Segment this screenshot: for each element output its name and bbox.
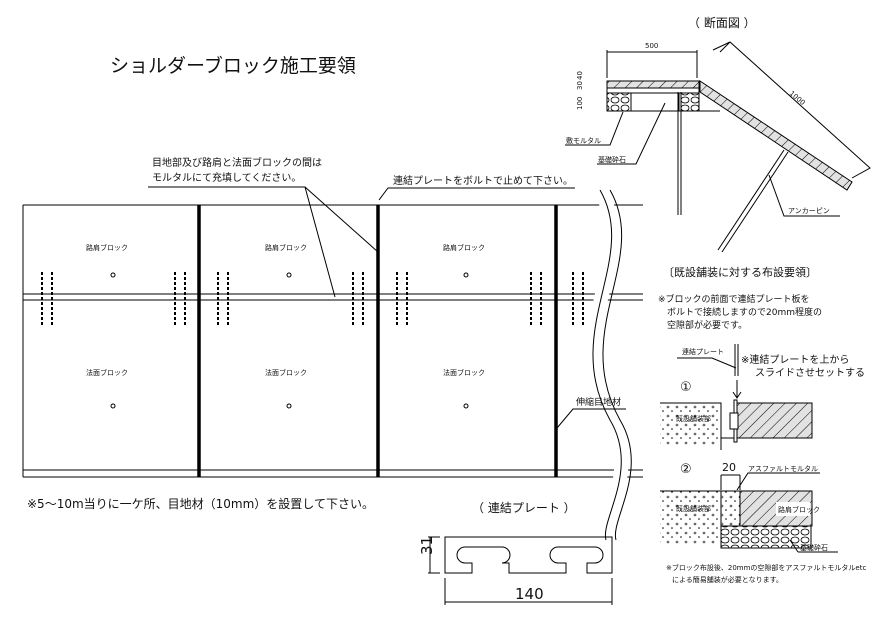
- slope-block-label: 法面ブロック: [86, 368, 128, 377]
- section-width-dim: 500: [645, 42, 658, 50]
- slope-block-label: 法面ブロック: [265, 368, 307, 377]
- layer-dim: 30: [576, 81, 584, 90]
- mortar-note-line2: モルタルにて充填してください。: [152, 171, 301, 184]
- existing-pavement-detail: 〔既設舗装に対する布設要領〕 ※ブロックの前面で連結プレート板を ボルトで接続し…: [658, 265, 866, 584]
- slide-note-line: スライドさせセットする: [755, 367, 865, 379]
- shoulder-block-label: 路肩ブロック: [265, 243, 307, 252]
- note-line: ボルトで接続しますので20mm程度の: [667, 306, 822, 318]
- gravel-label: 基礎砕石: [598, 155, 626, 164]
- joint-spacing-note: ※5～10m当りに一ケ所、目地材（10mm）を設置して下さい。: [27, 496, 374, 511]
- section-title: （ 断面図 ）: [688, 15, 756, 30]
- final-note-line: ※ブロック布設後、20mmの空隙部をアスファルトモルタルetc: [666, 563, 866, 572]
- shoulder-block-label: 路肩ブロック: [86, 243, 128, 252]
- connection-plate-detail: （ 連結プレート ） 31 140: [418, 501, 613, 605]
- note-line: ※ブロックの前面で連結プレート板を: [658, 293, 810, 305]
- gap-dim: 20: [722, 461, 736, 474]
- step-1: ①: [680, 380, 692, 395]
- existing-pavement-label: 既設舗装部: [676, 414, 711, 423]
- plate-bolt-note: 連結プレートをボルトで止めて下さい。: [393, 174, 573, 187]
- slope-block-label: 法面ブロック: [443, 368, 485, 377]
- page-title: ショルダーブロック施工要領: [110, 54, 356, 77]
- hole-markers: [110, 272, 469, 409]
- plate-height-dim: 31: [418, 536, 436, 555]
- plate-title: （ 連結プレート ）: [472, 501, 576, 515]
- step-2: ②: [680, 462, 692, 477]
- mortar-note-line1: 目地部及び路肩と法面ブロックの間は: [152, 156, 322, 169]
- note-line: 空隙部が必要です。: [667, 319, 747, 331]
- gravel-label: 基礎砕石: [800, 543, 828, 552]
- bolt-markers: [41, 204, 584, 325]
- plate-label: 連結プレート: [682, 347, 724, 356]
- expansion-joint-label: 伸縮目地材: [576, 396, 621, 408]
- final-note-line: による簡易舗装が必要となります。: [672, 575, 783, 584]
- slope-length-dim: 1000: [788, 89, 807, 107]
- plate-width-dim: 140: [515, 585, 544, 603]
- existing-title: 〔既設舗装に対する布設要領〕: [663, 265, 817, 279]
- layer-dim: 100: [576, 97, 584, 110]
- layer-dim: 40: [576, 71, 584, 80]
- plan-view: 路肩ブロック 路肩ブロック 路肩ブロック 法面ブロック 法面ブロック 法面ブロッ…: [22, 156, 643, 544]
- asphalt-mortar-label: アスファルトモルタル: [748, 464, 818, 473]
- mortar-label: 敷モルタル: [566, 136, 601, 145]
- existing-pavement-label: 既設舗装部: [676, 504, 711, 513]
- slide-note-line: ※連結プレートを上から: [741, 353, 849, 366]
- shoulder-block-label: 路肩ブロック: [778, 505, 820, 514]
- shoulder-block-label: 路肩ブロック: [443, 243, 485, 252]
- anchor-pin-label: アンカーピン: [788, 207, 830, 215]
